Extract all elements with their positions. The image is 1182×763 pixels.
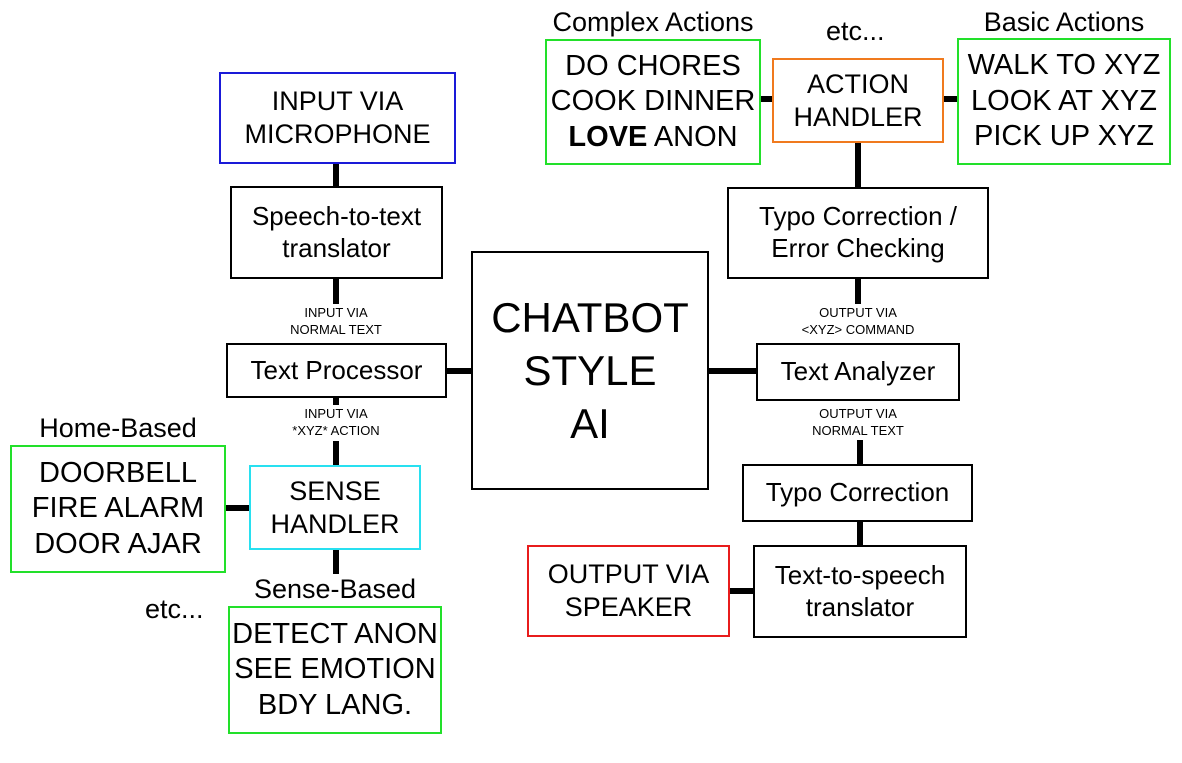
basic-action-item: LOOK AT XYZ	[971, 84, 1157, 117]
sense-handler-line-2: HANDLER	[270, 508, 400, 539]
sense-based-item: DETECT ANON	[232, 617, 438, 650]
connector-center-analyzer	[708, 368, 756, 374]
input-action-line-2: *XYZ* ACTION	[292, 422, 380, 438]
sense-based-box: DETECT ANON SEE EMOTION BDY LANG.	[228, 606, 442, 734]
input-microphone-line-2: MICROPHONE	[244, 119, 431, 149]
output-speaker-box: OUTPUT VIA SPEAKER	[527, 545, 730, 637]
text-analyzer-box: Text Analyzer	[756, 343, 960, 401]
text-processor-label: Text Processor	[250, 354, 423, 385]
output-normal-text-line-1: OUTPUT VIA	[819, 406, 897, 421]
typo-correction-label: Typo Correction	[765, 477, 950, 508]
center-line-1: CHATBOT	[491, 293, 689, 341]
connector-processor-center	[446, 368, 472, 374]
input-microphone-box: INPUT VIA MICROPHONE	[219, 72, 456, 164]
text-processor-box: Text Processor	[226, 343, 447, 398]
action-handler-line-2: HANDLER	[793, 101, 923, 132]
connector-home-sense	[224, 505, 250, 511]
speech-to-text-line-1: Speech-to-text	[251, 200, 422, 231]
center-line-3: AI	[570, 400, 610, 448]
home-based-item: DOORBELL	[39, 456, 197, 489]
typo-error-line-2: Error Checking	[771, 233, 945, 263]
etc-sense-label: etc...	[145, 594, 204, 624]
connector-complex-action	[760, 96, 774, 102]
output-normal-text-label: OUTPUT VIA NORMAL TEXT	[778, 406, 938, 440]
sense-handler-box: SENSE HANDLER	[249, 465, 421, 550]
basic-actions-box: WALK TO XYZ LOOK AT XYZ PICK UP XYZ	[957, 38, 1171, 165]
connector-processor-sense-lower	[333, 441, 339, 466]
connector-mic-stt	[333, 163, 339, 187]
text-to-speech-box: Text-to-speech translator	[753, 545, 967, 638]
basic-actions-heading: Basic Actions	[983, 7, 1145, 37]
connector-sense-sensebased	[333, 548, 339, 574]
home-based-heading: Home-Based	[39, 413, 197, 443]
complex-action-item: COOK DINNER	[550, 85, 756, 118]
output-command-line-1: OUTPUT VIA	[819, 305, 897, 320]
home-based-box: DOORBELL FIRE ALARM DOOR AJAR	[10, 445, 226, 573]
connector-processor-sense	[333, 397, 339, 405]
sense-handler-line-1: SENSE	[289, 475, 381, 506]
action-handler-line-1: ACTION	[806, 68, 909, 99]
input-normal-text-line-2: NORMAL TEXT	[290, 321, 382, 337]
chatbot-ai-box: CHATBOT STYLE AI	[471, 251, 709, 490]
connector-typo-tts	[857, 521, 863, 546]
center-line-2: STYLE	[523, 346, 657, 394]
home-based-item: DOOR AJAR	[34, 527, 202, 560]
input-microphone-line-1: INPUT VIA	[271, 86, 404, 117]
text-to-speech-line-2: translator	[805, 591, 915, 622]
connector-analyzer-typoerror	[855, 278, 861, 304]
basic-action-item: WALK TO XYZ	[967, 49, 1161, 82]
output-normal-text-line-2: NORMAL TEXT	[812, 422, 904, 438]
typo-error-checking-box: Typo Correction / Error Checking	[727, 187, 989, 279]
connector-typoerror-action	[855, 142, 861, 189]
connector-stt-processor	[333, 278, 339, 304]
output-command-label: OUTPUT VIA <XYZ> COMMAND	[778, 305, 938, 339]
complex-action-item-love: LOVE ANON	[568, 120, 737, 155]
typo-correction-box: Typo Correction	[742, 464, 973, 522]
speech-to-text-line-2: translator	[282, 232, 391, 263]
action-handler-box: ACTION HANDLER	[772, 58, 944, 143]
text-to-speech-line-1: Text-to-speech	[774, 559, 946, 590]
sense-based-item: BDY LANG.	[257, 688, 413, 721]
connector-analyzer-typo	[857, 440, 863, 465]
complex-action-item: DO CHORES	[565, 49, 741, 82]
love-bold-text: LOVE	[568, 120, 648, 153]
etc-actions-label: etc...	[826, 16, 885, 46]
complex-actions-box: DO CHORES COOK DINNER LOVE ANON	[545, 39, 761, 165]
anon-text: ANON	[647, 120, 738, 153]
output-speaker-line-2: SPEAKER	[564, 592, 693, 622]
input-action-label: INPUT VIA *XYZ* ACTION	[256, 406, 416, 440]
basic-action-item: PICK UP XYZ	[974, 120, 1154, 153]
speech-to-text-box: Speech-to-text translator	[230, 186, 443, 279]
sense-based-item: SEE EMOTION	[234, 653, 436, 686]
text-analyzer-label: Text Analyzer	[780, 356, 936, 387]
complex-actions-heading: Complex Actions	[552, 7, 754, 37]
sense-based-heading: Sense-Based	[253, 574, 417, 604]
typo-error-line-1: Typo Correction /	[759, 201, 957, 232]
output-speaker-line-1: OUTPUT VIA	[547, 559, 710, 590]
output-command-line-2: <XYZ> COMMAND	[801, 321, 915, 337]
input-action-line-1: INPUT VIA	[304, 406, 368, 421]
connector-tts-speaker	[729, 588, 754, 594]
input-normal-text-line-1: INPUT VIA	[304, 305, 368, 320]
input-normal-text-label: INPUT VIA NORMAL TEXT	[256, 305, 416, 339]
connector-action-basic	[943, 96, 958, 102]
home-based-item: FIRE ALARM	[31, 492, 205, 525]
